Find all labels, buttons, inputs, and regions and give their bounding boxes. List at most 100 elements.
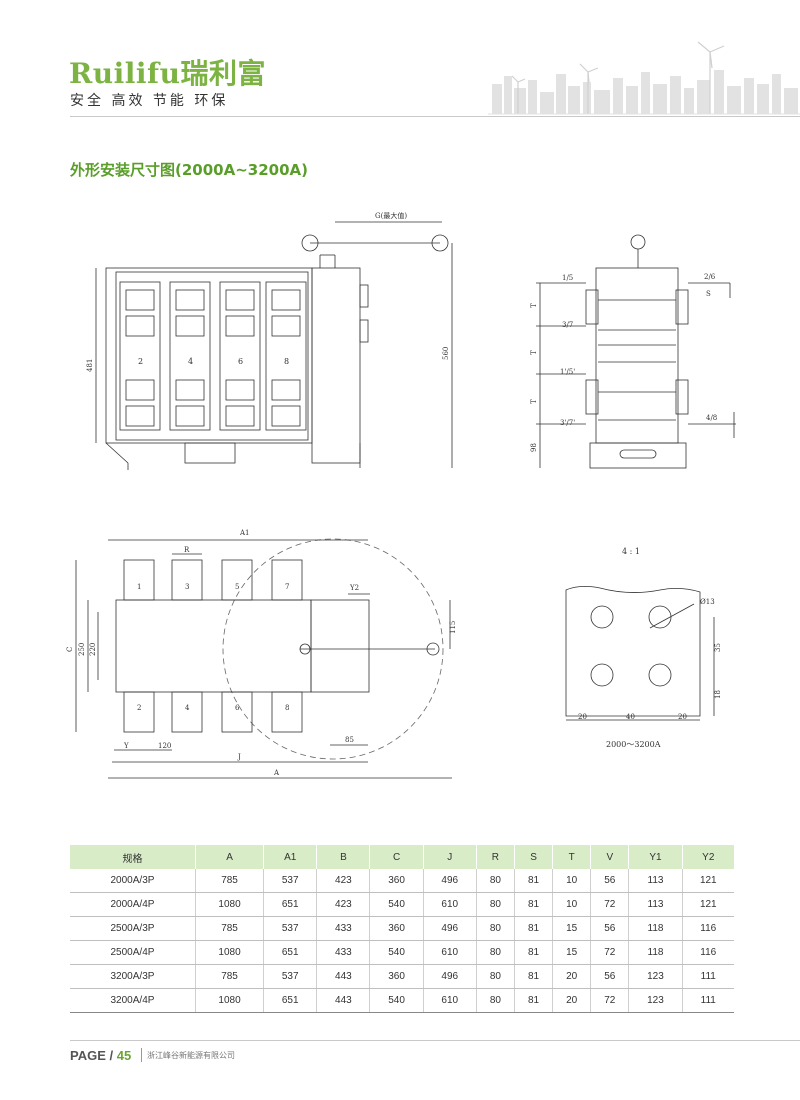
- table-cell: 496: [423, 964, 477, 989]
- table-cell: 80: [476, 916, 515, 941]
- side-dim-label: 4/8: [706, 414, 717, 422]
- top-a-dim: A: [273, 769, 280, 777]
- side-dim-label: 98: [530, 443, 538, 452]
- detail-35-dim: 35: [714, 643, 722, 652]
- table-header-row: 规格 A A1 B C J R S T V Y1 Y2: [70, 845, 734, 869]
- table-header-cell: J: [423, 845, 477, 869]
- detail-range: 2000～3200A: [606, 740, 661, 749]
- table-cell: 20: [552, 964, 592, 989]
- detail-scale: 4 : 1: [622, 547, 640, 556]
- table-cell: 540: [369, 892, 424, 917]
- table-cell: 651: [263, 940, 318, 965]
- detail-40-dim: 40: [626, 713, 635, 721]
- table-cell: 3200A/4P: [70, 988, 196, 1013]
- header-divider: [70, 116, 800, 117]
- table-cell: 56: [590, 964, 630, 989]
- table-cell: 116: [682, 916, 734, 941]
- top-pole-label: 2: [137, 704, 141, 712]
- table-cell: 81: [514, 869, 554, 893]
- table-header-cell: T: [552, 845, 592, 869]
- table-cell: 80: [476, 869, 515, 893]
- table-header-cell: C: [369, 845, 424, 869]
- table-cell: 81: [514, 940, 554, 965]
- table-cell: 443: [316, 988, 371, 1013]
- table-header-cell: Y1: [628, 845, 683, 869]
- side-dim-label: 3'/7': [560, 419, 575, 427]
- side-dim-label: T: [530, 399, 538, 404]
- table-cell: 360: [369, 964, 424, 989]
- table-header-cell: R: [476, 845, 515, 869]
- front-pole-label: 6: [238, 357, 243, 366]
- page-prefix: PAGE /: [70, 1048, 117, 1063]
- table-cell: 72: [590, 940, 630, 965]
- top-view-drawing: [75, 538, 452, 779]
- company-name: 浙江峰谷新能源有限公司: [147, 1051, 235, 1060]
- table-cell: 10: [552, 892, 592, 917]
- top-250-dim: 250: [78, 643, 86, 656]
- table-header-cell: 规格: [70, 845, 196, 869]
- top-120-dim: 120: [158, 742, 171, 750]
- side-dim-label: 1'/5': [560, 368, 575, 376]
- table-cell: 423: [316, 869, 371, 893]
- detail-view-drawing: [565, 586, 715, 721]
- side-dim-label: T: [530, 350, 538, 355]
- footer-divider: [70, 1040, 800, 1041]
- table-header-cell: V: [590, 845, 630, 869]
- table-cell: 123: [628, 964, 683, 989]
- top-pole-label: 6: [235, 704, 240, 712]
- table-cell: 111: [682, 964, 734, 989]
- dimension-drawings: 481 G(最大值) 560 2 4 6 8 1/5 3/7 1'/5' 3'/…: [66, 211, 736, 779]
- table-cell: 433: [316, 916, 371, 941]
- table-header-cell: A: [195, 845, 265, 869]
- brand-tagline: 安全 高效 节能 环保: [70, 93, 229, 109]
- table-cell: 540: [369, 940, 424, 965]
- table-cell: 496: [423, 916, 477, 941]
- top-pole-label: 8: [285, 704, 289, 712]
- side-dim-label: 3/7: [562, 321, 573, 329]
- table-cell: 72: [590, 988, 630, 1013]
- table-cell: 113: [628, 892, 683, 917]
- table-cell: 610: [423, 892, 477, 917]
- table-cell: 81: [514, 916, 554, 941]
- table-cell: 121: [682, 869, 734, 893]
- table-cell: 81: [514, 988, 554, 1013]
- table-cell: 15: [552, 916, 592, 941]
- detail-hole-dim: Ø13: [700, 598, 715, 606]
- front-pole-label: 2: [138, 357, 143, 366]
- table-cell: 540: [369, 988, 424, 1013]
- table-cell: 785: [195, 869, 265, 893]
- table-cell: 433: [316, 940, 371, 965]
- top-r-dim: R: [184, 546, 190, 554]
- table-cell: 81: [514, 964, 554, 989]
- table-cell: 360: [369, 916, 424, 941]
- front-g-dim: G(最大值): [375, 211, 407, 220]
- table-header-cell: S: [514, 845, 554, 869]
- table-cell: 651: [263, 988, 318, 1013]
- table-cell: 10: [552, 869, 592, 893]
- top-220-dim: 220: [89, 643, 97, 656]
- table-cell: 1080: [195, 892, 265, 917]
- table-cell: 443: [316, 964, 371, 989]
- table-cell: 121: [682, 892, 734, 917]
- top-pole-label: 3: [185, 583, 189, 591]
- side-dim-label: S: [706, 290, 711, 298]
- table-cell: 72: [590, 892, 630, 917]
- table-cell: 80: [476, 940, 515, 965]
- table-cell: 785: [195, 964, 265, 989]
- table-cell: 111: [682, 988, 734, 1013]
- front-view-drawing: [95, 221, 453, 470]
- side-dim-label: 2/6: [704, 273, 716, 281]
- top-85-dim: 85: [345, 736, 354, 744]
- table-cell: 116: [682, 940, 734, 965]
- table-cell: 496: [423, 869, 477, 893]
- top-pole-label: 4: [185, 704, 190, 712]
- table-header-cell: Y2: [682, 845, 734, 869]
- section-title: 外形安装尺寸图(2000A~3200A): [70, 161, 308, 179]
- table-cell: 15: [552, 940, 592, 965]
- top-pole-label: 7: [285, 583, 289, 591]
